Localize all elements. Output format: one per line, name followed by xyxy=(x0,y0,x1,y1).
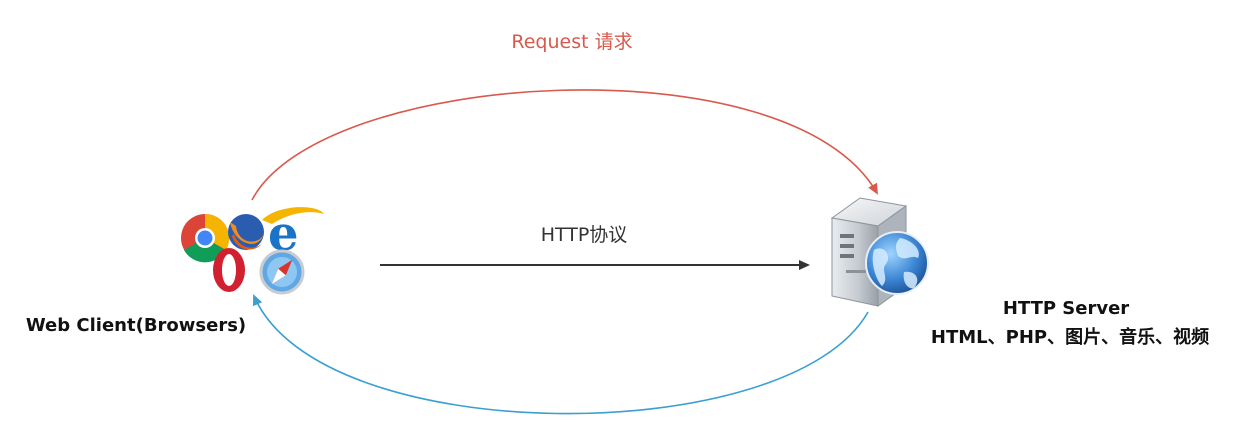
chrome-icon xyxy=(181,213,230,263)
firefox-icon xyxy=(228,214,264,250)
client-label: Web Client(Browsers) xyxy=(26,315,246,336)
opera-icon xyxy=(213,248,245,292)
browsers-icons: e xyxy=(181,206,324,295)
request-label: Request 请求 xyxy=(511,31,632,53)
response-arc xyxy=(252,294,869,415)
server-icon xyxy=(830,197,929,307)
globe-icon xyxy=(865,231,929,295)
safari-icon xyxy=(259,249,305,295)
request-arc xyxy=(251,89,878,201)
server-resources: HTML、PHP、图片、音乐、视频 xyxy=(931,326,1209,348)
protocol-label: HTTP协议 xyxy=(541,224,628,246)
server-title: HTTP Server xyxy=(1003,298,1129,319)
